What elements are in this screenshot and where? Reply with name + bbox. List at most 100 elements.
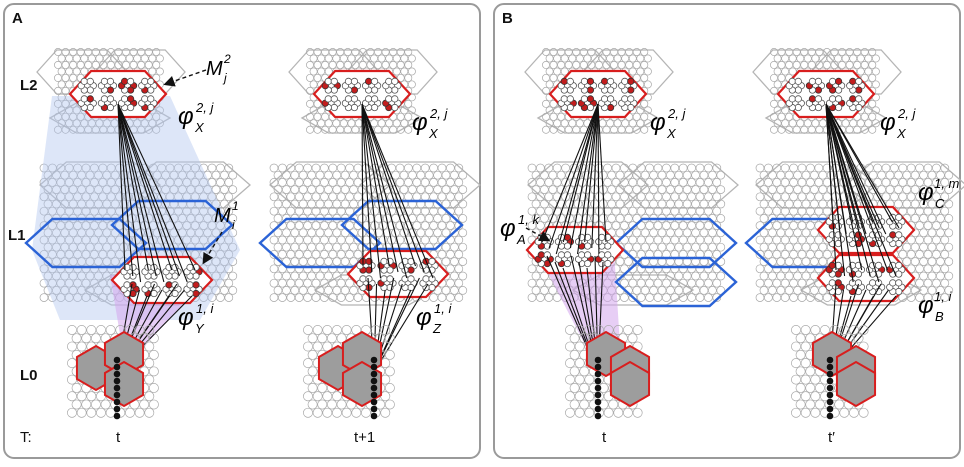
mesh-cell [358, 61, 367, 69]
mesh-cell [60, 257, 70, 266]
mesh-cell [776, 257, 786, 266]
mesh-cell [598, 54, 607, 63]
time-a-col2: t+1 [354, 429, 375, 446]
mesh-cell [645, 264, 654, 274]
mesh-cell [446, 264, 455, 274]
mesh-cell [565, 358, 575, 369]
mesh-cell [579, 61, 588, 69]
mesh-cell [574, 391, 585, 402]
mesh-cell [548, 170, 558, 180]
mesh-cell [560, 54, 569, 63]
mesh-cell [119, 257, 128, 266]
mesh-cell [818, 257, 828, 266]
mesh-cell [624, 185, 633, 194]
l1-highlight-macrocolumn [614, 217, 738, 269]
mesh-cell [806, 278, 815, 288]
mesh-cell [273, 228, 283, 238]
mesh-cell [324, 185, 333, 194]
svg-text:1, i: 1, i [434, 301, 452, 316]
mesh-cell [56, 192, 66, 202]
cell [86, 86, 94, 94]
cell [344, 77, 353, 85]
mesh-cell [286, 278, 296, 288]
mesh-cell [90, 264, 99, 274]
mesh-cell [228, 271, 238, 281]
mesh-cell [408, 170, 417, 180]
mesh-cell [632, 325, 643, 335]
mesh-cell [144, 374, 155, 385]
cell [370, 86, 379, 94]
mesh-cell [52, 185, 61, 194]
active-cell [192, 289, 200, 298]
mesh-cell [307, 366, 318, 377]
time-prefix: T: [20, 429, 32, 446]
mesh-cell [785, 48, 794, 56]
mesh-cell [441, 228, 451, 238]
cell [814, 77, 823, 85]
cell [606, 77, 615, 85]
mesh-cell [345, 163, 354, 173]
mesh-cell [552, 178, 562, 187]
mesh-cell [915, 192, 924, 202]
connection [597, 103, 600, 255]
mesh-cell [315, 271, 325, 281]
mesh-cell [640, 199, 650, 209]
mesh-cell [819, 54, 827, 63]
mesh-cell [324, 67, 333, 76]
mesh-cell [306, 99, 314, 108]
mesh-cell [531, 199, 541, 209]
mesh-cell [549, 73, 558, 82]
mesh-cell [384, 333, 395, 344]
mesh-cell [152, 125, 161, 134]
mesh-cell [927, 257, 937, 266]
mesh-cell [764, 178, 773, 187]
mesh-cell [936, 228, 945, 238]
mesh-cell [864, 67, 873, 76]
mesh-cell [781, 106, 790, 115]
mesh-cell [311, 250, 321, 259]
mesh-cell [424, 242, 434, 252]
mesh-cell [65, 54, 74, 63]
mesh-cell [345, 235, 354, 245]
mesh-cell [649, 228, 658, 238]
mesh-cell [102, 199, 112, 209]
panel-b-letter: B [502, 10, 513, 27]
mesh-cell [224, 235, 234, 245]
cell [794, 103, 802, 112]
mesh-cell [224, 192, 234, 202]
cell [141, 95, 149, 103]
mesh-cell [795, 333, 806, 344]
mesh-cell [549, 61, 558, 69]
mesh-cell [853, 333, 864, 344]
mesh-cell [814, 192, 824, 202]
cell [854, 279, 863, 287]
mesh-cell [366, 61, 375, 69]
mesh-cell [303, 221, 312, 230]
mesh-cell [454, 278, 464, 288]
svg-text:φ: φ [178, 304, 194, 331]
mesh-cell [347, 119, 356, 128]
mesh-cell [868, 185, 878, 194]
mac-label-m1: M 1 i [214, 199, 239, 232]
mesh-cell [328, 264, 338, 274]
mesh-cell [815, 48, 824, 56]
mesh-cell [792, 48, 801, 56]
svg-text:φ: φ [650, 109, 666, 136]
mesh-cell [458, 228, 468, 238]
mesh-cell [424, 214, 434, 223]
code-label-a2-l2: φ 2, j X [412, 106, 448, 141]
mesh-cell [759, 214, 769, 223]
mesh-cell [105, 325, 116, 335]
mesh-cell [441, 199, 451, 209]
mesh-cell [704, 293, 713, 302]
mesh-cell [923, 221, 933, 230]
mesh-cell [936, 170, 945, 180]
input-unit [594, 412, 602, 420]
mesh-cell [678, 206, 688, 216]
mesh-cell [127, 185, 137, 194]
mesh-cell [110, 242, 120, 252]
mesh-cell [429, 293, 438, 302]
mesh-cell [39, 293, 49, 302]
cell [563, 242, 572, 250]
mesh-cell [144, 228, 154, 238]
